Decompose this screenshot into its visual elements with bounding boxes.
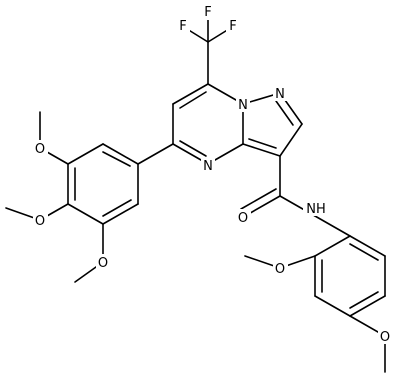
atom-o-para: O xyxy=(33,212,48,229)
bond-dmp-3-4 xyxy=(314,295,351,317)
bond-tmp-1-2 xyxy=(102,143,139,165)
bond-c6-c7-double xyxy=(179,91,207,109)
atom-o-meta-top: O xyxy=(33,140,48,157)
atom-o-ortho: O xyxy=(273,260,288,277)
bond-dmp-6-1-double xyxy=(349,243,379,261)
atom-label-f1: F xyxy=(204,5,211,20)
bond-tmp-5-6-double xyxy=(102,199,132,217)
bond-c2-c3 xyxy=(279,123,303,157)
atom-label-o-meta-top: O xyxy=(35,142,45,157)
atom-label-nh-amide: NH xyxy=(306,202,326,217)
atom-n-pyrazole: N xyxy=(273,85,287,102)
atom-label-n-pyrimidine: N xyxy=(203,159,213,174)
atom-n-pyrimidine: N xyxy=(201,157,215,174)
bond-n4-c5-double xyxy=(179,140,207,157)
bond-dmp-6-1 xyxy=(349,235,386,257)
atom-label-f2: F xyxy=(179,19,186,34)
bond-c3-c3a-double xyxy=(248,138,277,149)
bond-group xyxy=(5,15,386,373)
atom-o-para-right: O xyxy=(378,328,393,345)
atom-label-o-ortho: O xyxy=(275,262,285,277)
atom-f2: F xyxy=(176,18,190,34)
bond-c5-aryl xyxy=(137,143,174,165)
atom-label-n-pyrazole: N xyxy=(275,87,285,102)
atom-label-o-para-right: O xyxy=(380,330,390,345)
atom-o-carbonyl: O xyxy=(236,209,251,226)
bond-cf3-f2 xyxy=(186,28,209,43)
atom-label-o-meta-bottom: O xyxy=(98,256,108,271)
atom-label-n-bridge: N xyxy=(238,98,248,113)
bond-n-aryl xyxy=(314,215,351,237)
atom-label-o-carbonyl: O xyxy=(238,211,248,226)
atom-f3: F xyxy=(226,18,240,34)
bond-tmp-1-2-double xyxy=(102,151,131,167)
bond-n1-c2-double xyxy=(275,100,294,126)
bond-cf3-f3 xyxy=(207,28,230,43)
atom-f1: F xyxy=(201,4,215,20)
atom-o-meta-bottom: O xyxy=(96,254,111,271)
atom-nh-amide: NH xyxy=(303,200,329,217)
atom-n-bridge: N xyxy=(236,96,250,113)
atom-label-f3: F xyxy=(229,19,236,34)
bond-camide-o-double xyxy=(240,188,277,210)
bond-dmp-1-2 xyxy=(314,235,351,257)
bond-tmp-4-5 xyxy=(67,203,104,225)
bond-tmp-5-6 xyxy=(102,203,139,225)
bond-c6-c7 xyxy=(172,83,209,105)
atom-label-o-para: O xyxy=(35,214,45,229)
atom-label-group: F F F N N N O NH xyxy=(33,4,393,345)
bond-dmp-4-5 xyxy=(349,295,386,317)
bond-c3-c3a xyxy=(242,143,281,157)
bond-dmp-4-5-double xyxy=(349,291,379,309)
bond-tmp-2-3 xyxy=(67,143,104,165)
